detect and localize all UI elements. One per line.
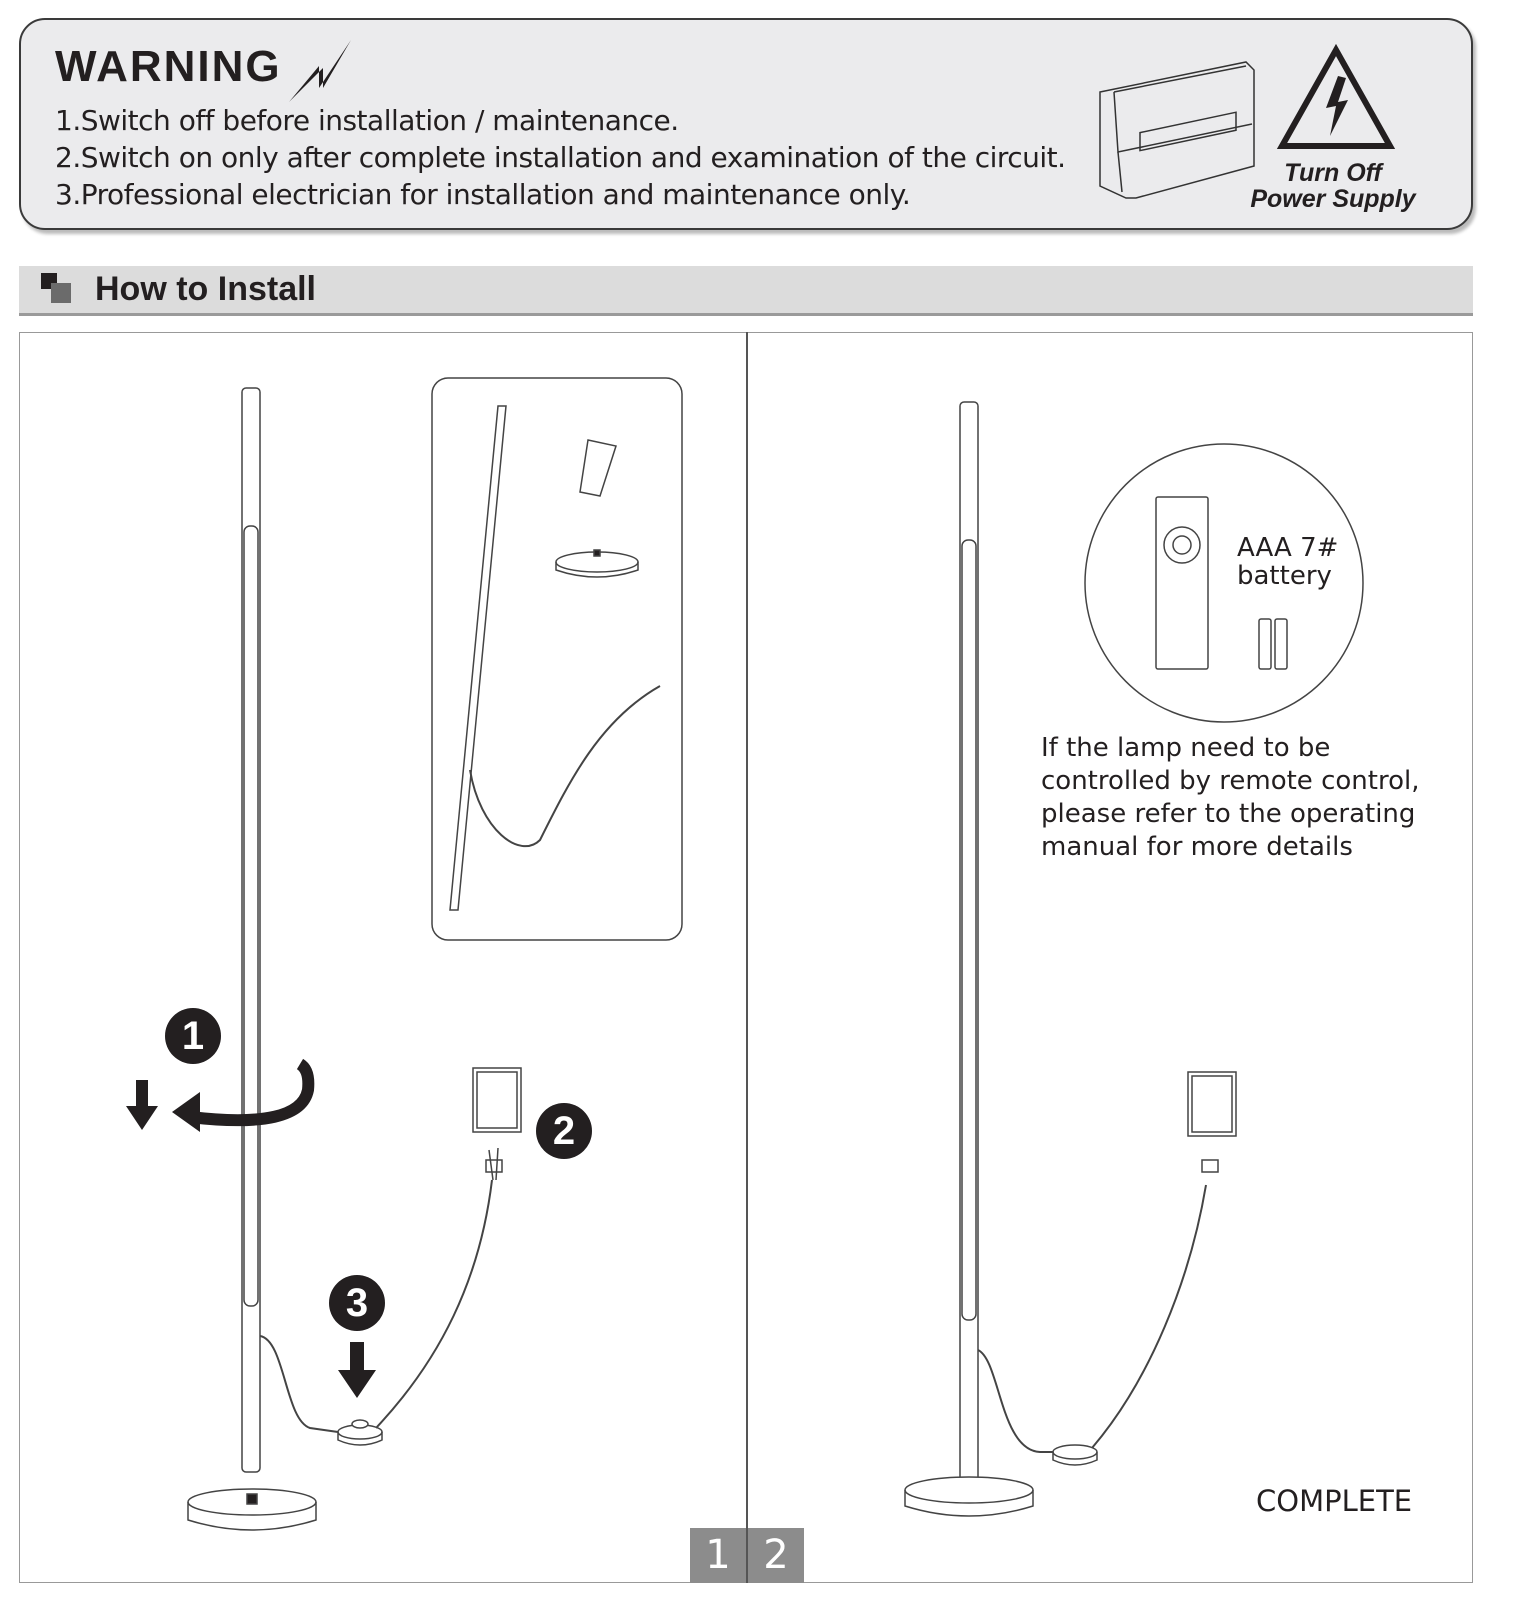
turn-off-text: Turn Off xyxy=(1284,159,1382,187)
complete-label: COMPLETE xyxy=(1256,1484,1413,1518)
down-arrow-icon xyxy=(338,1342,376,1398)
lightning-icon xyxy=(289,40,351,102)
warning-title: WARNING xyxy=(55,42,282,91)
remote-note: If the lamp need to be controlled by rem… xyxy=(1041,732,1419,864)
warning-line-2: 2.Switch on only after complete installa… xyxy=(55,141,1066,174)
page-number-2: 2 xyxy=(748,1528,804,1583)
battery-type: AAA 7# xyxy=(1237,533,1339,563)
turn-off-power-label: Turn Off Power Supply xyxy=(1233,160,1433,212)
high-voltage-warning-icon xyxy=(1276,44,1396,149)
section-title: How to Install xyxy=(95,270,316,308)
warning-line-1: 1.Switch off before installation / maint… xyxy=(55,104,679,137)
section-bullet-icon xyxy=(41,273,71,303)
warning-line-3: 3.Professional electrician for installat… xyxy=(55,178,911,211)
circuit-breaker-box-icon xyxy=(1099,61,1255,199)
section-header: How to Install xyxy=(19,266,1473,316)
note-line: controlled by remote control, xyxy=(1041,766,1420,796)
page-number-1: 1 xyxy=(690,1528,746,1583)
note-line: If the lamp need to be xyxy=(1041,733,1331,763)
step-3-badge: 3 xyxy=(329,1275,385,1331)
warning-box: WARNING 1.Switch off before installation… xyxy=(19,18,1473,230)
note-line: manual for more details xyxy=(1041,832,1353,862)
step-2-badge: 2 xyxy=(536,1103,592,1159)
panel-divider xyxy=(746,332,748,1583)
battery-word: battery xyxy=(1237,561,1332,591)
rotate-arrow-icon xyxy=(126,1058,315,1132)
step-1-badge: 1 xyxy=(165,1008,221,1064)
power-supply-text: Power Supply xyxy=(1250,185,1416,213)
battery-label: AAA 7# battery xyxy=(1237,534,1338,590)
note-line: please refer to the operating xyxy=(1041,799,1416,829)
